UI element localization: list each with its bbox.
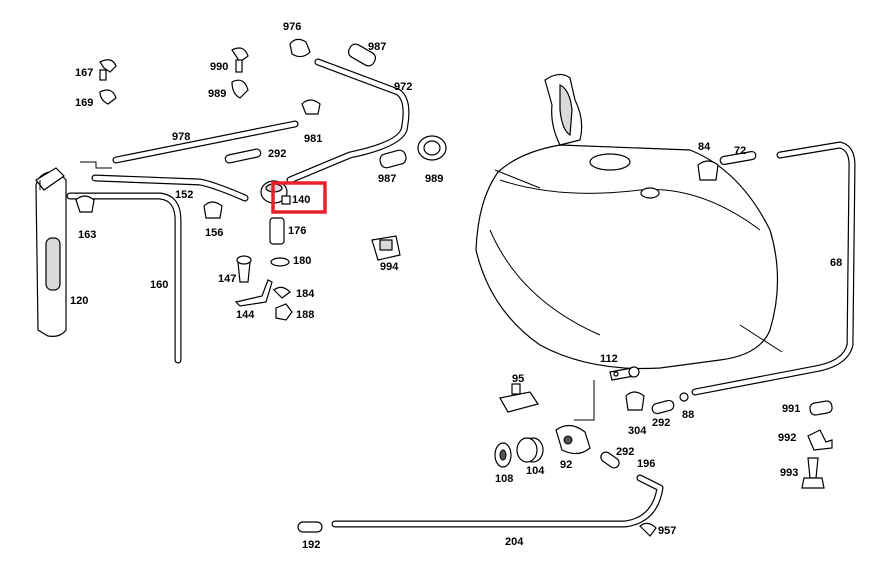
label-167: 167: [75, 67, 93, 79]
pipes: [39, 58, 856, 528]
label-991: 991: [782, 403, 800, 415]
label-108: 108: [495, 473, 513, 485]
label-204: 204: [505, 536, 524, 548]
label-160: 160: [150, 279, 168, 291]
part-labels: 976 987 167 990 169 989 972 978 981 292 …: [70, 21, 842, 551]
label-987-mid: 987: [378, 173, 396, 185]
label-120: 120: [70, 295, 88, 307]
label-152: 152: [175, 189, 193, 201]
short-hoses: [224, 43, 833, 533]
label-169: 169: [75, 97, 93, 109]
label-163: 163: [78, 229, 96, 241]
label-92: 92: [560, 459, 572, 471]
label-104: 104: [526, 465, 545, 477]
label-188: 188: [296, 309, 314, 321]
label-981: 981: [304, 133, 322, 145]
label-987-top: 987: [368, 41, 386, 53]
label-972: 972: [394, 81, 412, 93]
label-993: 993: [780, 467, 798, 479]
label-192: 192: [302, 539, 320, 551]
part-120-shape: [35, 167, 67, 337]
label-304: 304: [628, 425, 647, 437]
label-68: 68: [830, 257, 842, 269]
label-976: 976: [283, 21, 301, 33]
label-992: 992: [778, 432, 796, 444]
label-88: 88: [682, 409, 694, 421]
highlight-box: [271, 181, 327, 214]
label-990: 990: [210, 61, 228, 73]
label-84: 84: [698, 141, 711, 153]
label-989-right: 989: [425, 173, 443, 185]
label-196: 196: [637, 458, 655, 470]
label-144: 144: [236, 309, 255, 321]
label-292-bottom: 292: [616, 446, 634, 458]
hardware: [234, 217, 833, 489]
label-184: 184: [296, 288, 315, 300]
label-989-left: 989: [208, 88, 226, 100]
label-292-right: 292: [652, 417, 670, 429]
label-95: 95: [512, 373, 524, 385]
label-180: 180: [293, 255, 311, 267]
label-292-top: 292: [268, 148, 286, 160]
label-957: 957: [658, 525, 676, 537]
fuel-tank: [475, 73, 783, 370]
label-140: 140: [292, 194, 310, 206]
label-994: 994: [380, 261, 399, 273]
label-112: 112: [600, 353, 618, 365]
label-978: 978: [172, 131, 190, 143]
label-156: 156: [205, 227, 223, 239]
label-176: 176: [288, 225, 306, 237]
label-72: 72: [734, 145, 746, 157]
label-147: 147: [218, 273, 236, 285]
clamps: [75, 38, 719, 537]
